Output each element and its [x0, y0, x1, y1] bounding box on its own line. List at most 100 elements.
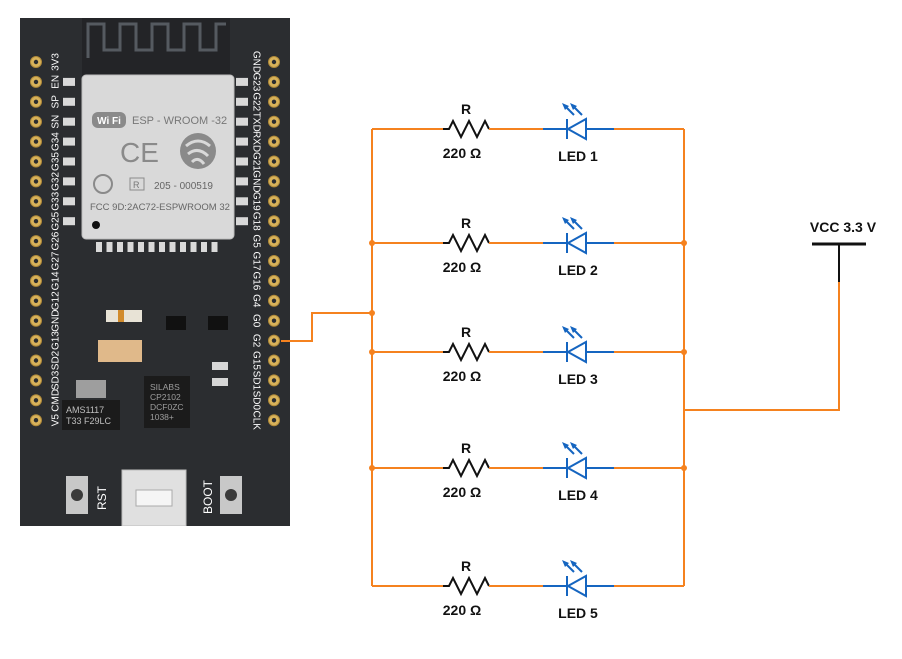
pin-hole	[33, 139, 39, 144]
pin-hole	[271, 219, 277, 224]
module-dot	[92, 221, 100, 229]
resistor-symbol	[443, 575, 490, 597]
pin-hole	[271, 338, 277, 343]
ams1117-label: AMS1117	[66, 405, 104, 415]
pin-hole	[271, 238, 277, 244]
pin-hole	[271, 358, 277, 363]
module-pad-bottom	[180, 242, 186, 252]
pin-label-right: G5	[251, 234, 262, 248]
boot-label: BOOT	[201, 479, 215, 514]
boot-button-cap	[225, 489, 237, 501]
pin-hole	[33, 59, 39, 65]
pin-hole	[271, 139, 277, 144]
module-pad-bottom	[117, 242, 123, 252]
led-label: LED 4	[558, 487, 598, 503]
smd-part-1	[212, 362, 228, 370]
pin-label-left: SD3	[51, 370, 62, 390]
resistor-value: 220 Ω	[443, 484, 481, 500]
vcc-supply: VCC 3.3 V	[810, 219, 877, 282]
module-pad-right	[236, 157, 248, 166]
pin-hole	[271, 378, 277, 383]
pin-label-left: G13	[51, 331, 62, 350]
module-pad-right	[236, 217, 248, 226]
light-ray-arrow	[562, 103, 569, 110]
pin-label-left: SD2	[51, 350, 62, 370]
led-symbol	[565, 231, 587, 255]
pin-hole	[271, 179, 277, 184]
pin-label-right: G22	[251, 92, 262, 111]
pin-hole	[271, 398, 277, 403]
gpio4-wire	[281, 312, 372, 342]
pin-label-right: SD1	[251, 371, 262, 391]
pin-label-right: G16	[251, 271, 262, 290]
left-pin-header: 3V3ENSPSNG34G35G32G33G25G26G27G14G12GNDG…	[30, 53, 75, 427]
smd-part-2	[212, 378, 228, 386]
smd-capacitor	[98, 340, 142, 362]
vcc-wire	[684, 282, 840, 411]
module-pad-bottom	[201, 242, 207, 252]
pin-label-right: G17	[251, 252, 262, 271]
pin-hole	[33, 378, 39, 383]
fcc-logo-icon	[93, 174, 113, 194]
resistor-symbol	[443, 118, 490, 140]
cp2102-chip	[144, 376, 190, 428]
antenna-trace	[86, 22, 226, 58]
resistor-label: R	[461, 215, 471, 231]
module-pad-bottom	[148, 242, 155, 252]
resistor-value: 220 Ω	[443, 602, 481, 618]
pin-hole	[271, 199, 277, 204]
resistor-label: R	[461, 324, 471, 340]
light-ray-2	[573, 445, 583, 455]
ce-mark: CE	[120, 137, 159, 168]
pin-label-left: V5	[51, 414, 62, 427]
light-ray-arrow	[570, 217, 577, 224]
pin-hole	[271, 278, 277, 284]
pin-label-left: CMD	[51, 389, 62, 412]
light-ray-2	[573, 563, 583, 573]
pin-hole	[271, 59, 277, 65]
module-pad-left	[63, 197, 75, 206]
pin-label-left: SP	[51, 95, 62, 109]
resistor-value: 220 Ω	[443, 145, 481, 161]
light-ray-1	[565, 563, 575, 573]
pin-hole	[33, 418, 39, 423]
cert-number: 205 - 000519	[154, 181, 213, 192]
module-pad-right	[236, 177, 248, 186]
pin-label-right: G21	[251, 152, 262, 171]
cp2102-line-3: DCF0ZC	[150, 402, 184, 412]
smd-resistor-band	[118, 310, 124, 322]
pin-hole	[33, 298, 39, 303]
pin-label-left: G35	[51, 152, 62, 171]
cp2102-line-4: 1038+	[150, 412, 174, 422]
resistor-symbol	[443, 341, 490, 363]
pin-hole	[33, 219, 39, 224]
pin-label-left: G25	[51, 211, 62, 230]
pin-label-left: G32	[51, 172, 62, 191]
module-pad-left	[63, 137, 75, 146]
esp32-board: Wi Fi ESP - WROOM -32 CE R 205 - 000519 …	[20, 18, 290, 526]
pin-hole	[33, 199, 39, 204]
led-label: LED 5	[558, 605, 598, 621]
cp2102-line-1: SILABS	[150, 382, 180, 392]
resistor-symbol	[443, 232, 490, 254]
pin-hole	[33, 318, 39, 323]
pin-hole	[271, 258, 277, 264]
r-mark: R	[133, 180, 140, 190]
pin-label-left: G33	[51, 191, 62, 210]
wifi-badge-box	[92, 112, 126, 128]
pin-label-left: EN	[51, 75, 62, 89]
light-ray-arrow	[562, 442, 569, 449]
module-pad-left	[63, 217, 75, 226]
pin-label-right: G2	[251, 334, 262, 348]
module-bottom-pads	[96, 242, 218, 252]
module-pad-right	[236, 137, 248, 146]
ams1117-code: T33 F29LC	[66, 416, 112, 426]
pin-label-right: G18	[251, 212, 262, 231]
module-pad-right	[236, 197, 248, 206]
module-pad-bottom	[159, 242, 165, 252]
pin-label-right: G4	[251, 294, 262, 308]
cp2102-line-2: CP2102	[150, 392, 181, 402]
